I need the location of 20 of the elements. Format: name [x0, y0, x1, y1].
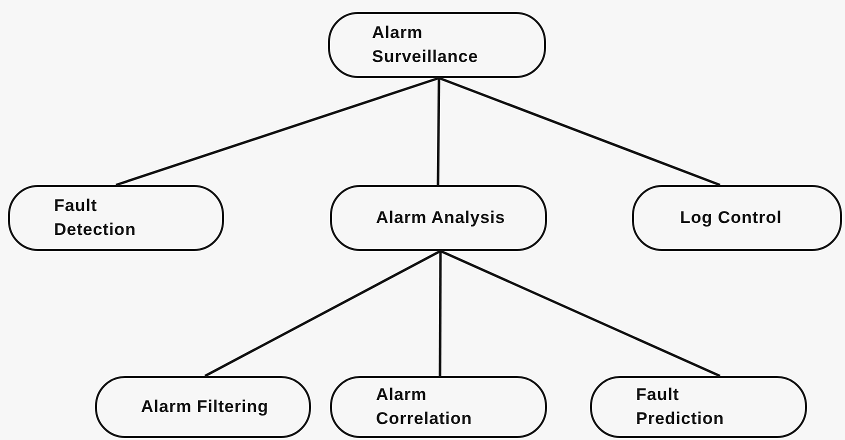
- rounded-box: [330, 376, 547, 438]
- rounded-box: [328, 12, 546, 78]
- box-label: Alarm Analysis: [376, 207, 506, 229]
- box-label: Alarm Correlation: [376, 384, 474, 430]
- connector-line: [438, 251, 442, 376]
- connector-line: [438, 76, 720, 186]
- connector-line: [116, 76, 440, 186]
- box-label: Alarm Filtering: [141, 396, 268, 418]
- rounded-box: [8, 185, 224, 251]
- rounded-box: [632, 185, 842, 251]
- box-label: Alarm Surveillance: [372, 22, 480, 68]
- box-label: Fault Detection: [54, 195, 137, 241]
- box-label: Fault Prediction: [636, 384, 726, 430]
- connector-line: [204, 250, 442, 378]
- rounded-box: [330, 185, 547, 251]
- connector-line: [436, 78, 440, 186]
- rounded-box: [590, 376, 807, 438]
- box-label: Log Control: [680, 207, 782, 229]
- connector-line: [440, 250, 721, 378]
- rounded-box: [95, 376, 311, 438]
